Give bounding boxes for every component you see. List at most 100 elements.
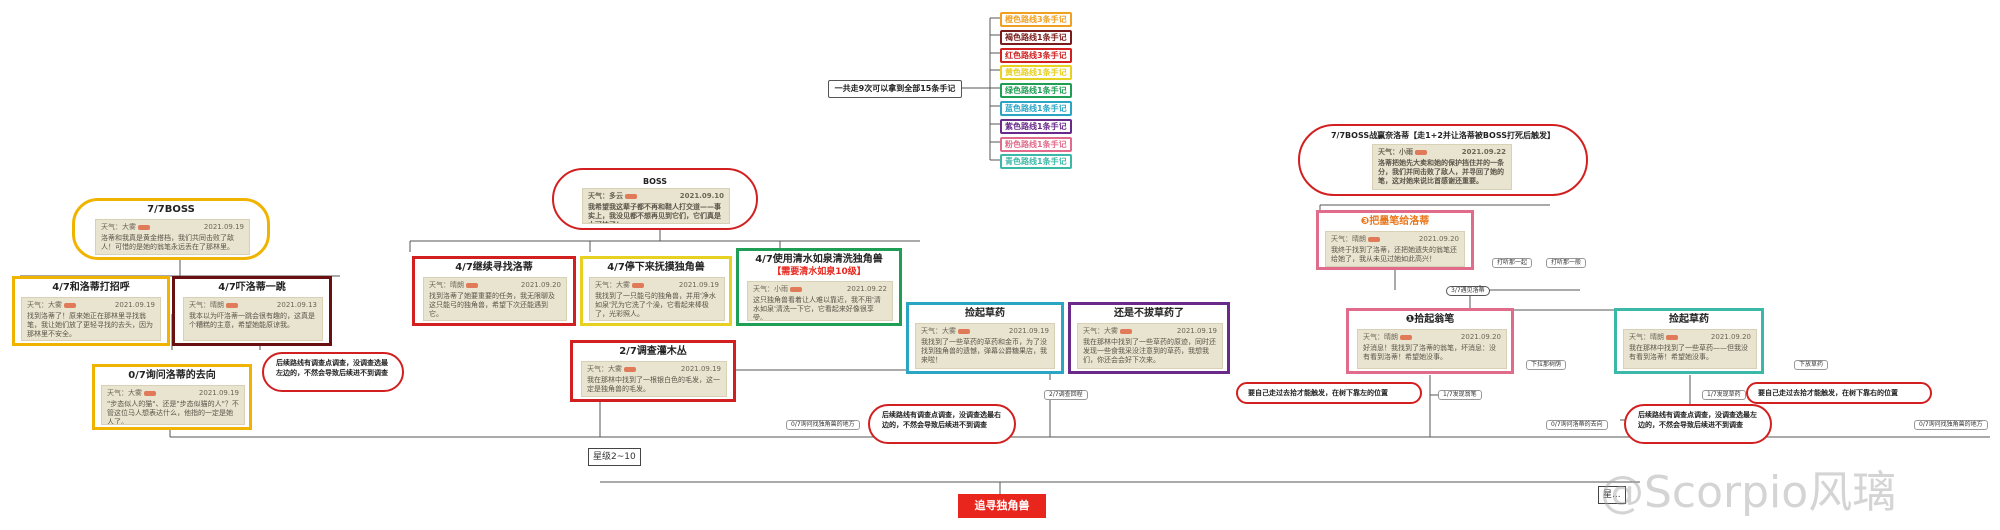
legend-item: 粉色路线1条手记 [1000, 136, 1072, 152]
node-title: 4/7和洛蒂打招呼 [52, 282, 130, 293]
date: 2021.09.19 [680, 365, 721, 373]
diary-tag-icon [624, 366, 636, 372]
weather: 天气：晴朗 [1363, 333, 1412, 342]
legend-item: 橙色路线3条手记 [1000, 12, 1072, 27]
watermark: @Scorpio风璃 [1600, 467, 1897, 518]
node-title: 还是不拔草药了 [1114, 308, 1184, 319]
right-callout-a: 要自己走过去拾才能触发，在树下靠左的位置 [1236, 382, 1422, 404]
diary-note: 天气：晴朗 2021.09.20 好消息！我找到了洛蒂的翁笔，坏消息：没有看到洛蒂… [1357, 329, 1507, 369]
node-title: 4/7停下来抚摸独角兽 [607, 262, 705, 273]
date: 2021.09.19 [678, 281, 719, 289]
weather: 天气：晴朗 [189, 301, 238, 310]
weather: 天气：大雾 [101, 223, 150, 232]
diary-tag-icon [1368, 236, 1380, 242]
note-text: 洛蒂把她先大卖和她的保护挡住并的一条分，我们并同击败了敌人，并寻回了她的笔，这对… [1378, 159, 1504, 185]
date: 2021.09.20 [1460, 333, 1501, 341]
right-ask-a: 打听那一起 [1492, 258, 1533, 268]
diary-tag-icon [466, 282, 478, 288]
right-callout-c: 后续路线有调查点调查，没调查选最左边的，不然会导致后续进不到调查 [1624, 404, 1772, 444]
node-title: 2/7调查灌木丛 [619, 346, 687, 357]
right-ask-b: 打听那一般 [1546, 258, 1587, 268]
star-level-left: 星级2~10 [588, 448, 641, 466]
date: 2021.09.19 [198, 389, 239, 397]
diary-note: 天气：大雾 2021.09.19 我在那林中找到了一些草药的原迹，同时还发现一些食… [1077, 323, 1223, 369]
diary-tag-icon [1120, 328, 1132, 334]
legend-item: 黄色路线1条手记 [1000, 65, 1072, 81]
diary-tag-icon [790, 286, 802, 292]
note-text: 我找到了一只能弓的独角兽，并用'净水如泉'咒为它洗了个澡，它看起来棒极了，光彩照… [595, 292, 716, 318]
note-text: 我在那林中找到了一些草药的原迹，同时还发现一些食我采没注意到的草药，我想我们，你… [1083, 338, 1216, 364]
star-level-right: 星... [1598, 486, 1626, 504]
weather: 天气：大雾 [1083, 327, 1132, 336]
node-title: ❸把墨笔给洛蒂 [1360, 216, 1430, 227]
diary-tag-icon [1415, 149, 1427, 155]
weather: 天气：晴朗 [429, 281, 478, 290]
node-title: 4/7吓洛蒂一跳 [218, 282, 286, 293]
diary-note: 天气：大雾 2021.09.19 我在那林中找到了一根银白色的毛发，这一定是独角兽… [581, 361, 727, 397]
node-title: 捡起草药 [1669, 314, 1709, 325]
note-text: 我希望我这辈子都不再和鞋人打交道——事实上，我没见都不想再见到它们，它们真是太可… [588, 203, 721, 223]
node-title: 7/7BOSS [147, 204, 195, 215]
diary-tag-icon [1666, 334, 1678, 340]
note-text: 找到洛蒂了她要重要的任务，我无限聊及这只能弓的独角兽，希望下次还能遇到它。 [429, 292, 555, 318]
date: 2021.09.19 [203, 223, 244, 231]
pick-pen-node: ❶拾起翁笔 天气：晴朗 2021.09.20 好消息！我找到了洛蒂的翁笔，坏消息：… [1346, 308, 1514, 374]
right-small-d: 下拉那树荫 [1526, 360, 1567, 370]
weather: 天气：大雾 [587, 365, 636, 374]
note-text: 我找到了一些草药的草药和金币，为了没找到独角兽的遗憾，弹幕公爵糖果店，我来啦！ [921, 338, 1047, 364]
note-text: 找到洛蒂了！原来她正在那林里寻找翁笔，我让她们放了更轻寻找的去头，因为那林里不安… [27, 312, 153, 338]
leave-herb-node: 还是不拔草药了 天气：大雾 2021.09.19 我在那林中找到了一些草药的原迹，… [1068, 302, 1230, 374]
date: 2021.09.13 [276, 301, 317, 309]
weather: 天气：大雾 [107, 389, 156, 398]
legend-item: 蓝色路线1条手记 [1000, 101, 1072, 116]
root-node: 追寻独角兽 [958, 494, 1046, 518]
legend-item: 青色路线1条手记 [1000, 154, 1072, 170]
weather: 天气：大雾 [595, 281, 644, 290]
mid-step-label: 2/7调查回程 [1044, 390, 1088, 400]
diary-tag-icon [632, 282, 644, 288]
cloud-title: BOSS [642, 177, 668, 186]
diary-note: 天气：大雾 2021.09.19 我找到了一只能弓的独角兽，并用'净水如泉'咒为它… [589, 277, 725, 321]
mid-callout: 后续路线有调查点调查，没调查选最右边的，不然会导致后续进不到调查 [868, 404, 1016, 444]
diary-tag-icon [138, 224, 150, 230]
date: 2021.09.19 [1176, 327, 1217, 335]
note-text: 我在那林中找到了一根银白色的毛发，这一定是独角兽的毛发。 [587, 376, 720, 393]
investigate-bush-node: 2/7调查灌木丛 天气：大雾 2021.09.19 我在那林中找到了一根银白色的毛… [570, 340, 736, 402]
right-small-g: 下放草药 [1794, 360, 1829, 370]
diary-tag-icon [958, 328, 970, 334]
diary-tag-icon [625, 193, 637, 199]
legend-item: 紫色路线1条手记 [1000, 118, 1072, 134]
date: 2021.09.10 [679, 192, 724, 200]
node-title: ❶拾起翁笔 [1405, 314, 1455, 325]
weather: 天气：晴朗 [1629, 333, 1678, 342]
date: 2021.09.19 [1008, 327, 1049, 335]
note-text: 我终于找到了洛蒂，还把她遗失的翁笔还给她了，我从未见过她如此高兴！ [1331, 246, 1457, 263]
node-title: 4/7继续寻找洛蒂 [455, 262, 533, 273]
date: 2021.09.20 [1710, 333, 1751, 341]
right-callout-b: 要自己走过去拾才能触发，在树下靠右的位置 [1746, 382, 1932, 404]
note-text: 我在那林中找到了一些草药——但我没有看到洛蒂！希望她没事。 [1629, 344, 1748, 361]
date: 2021.09.22 [1461, 148, 1506, 156]
cloud-title: 7/7BOSS战赢奈洛蒂【走1+2并让洛蒂被BOSS打死后触发】 [1330, 131, 1555, 140]
pet-unicorn-node: 4/7停下来抚摸独角兽 天气：大雾 2021.09.19 我找到了一只能弓的独角兽… [580, 256, 732, 326]
note-text: 好消息！我找到了洛蒂的翁笔，坏消息：没有看到洛蒂！希望她没事。 [1363, 344, 1496, 361]
legend-center-node: 一共走9次可以拿到全部15条手记 [828, 80, 962, 98]
right-small-f: 1/7发现翁笔 [1438, 390, 1482, 400]
left-callout: 后续路线有调查点调查，没调查选最左边的，不然会导致后续进不到调查 [262, 352, 404, 392]
